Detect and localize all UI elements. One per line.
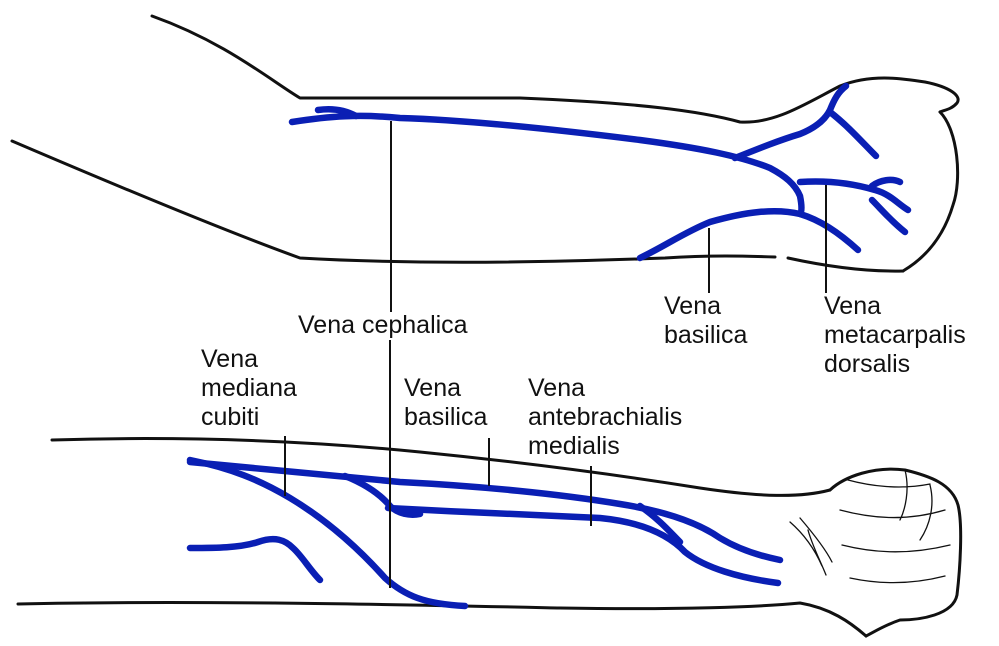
top-arm-upper-edge — [152, 16, 958, 122]
bottom-fist-outline — [830, 469, 961, 636]
bottom-arm-lower-edge — [18, 603, 866, 636]
wrist-crease-lines — [790, 518, 832, 575]
label-vena-antebrachialis-medialis: Vena antebrachialis medialis — [528, 374, 682, 461]
label-top-vena-basilica: Vena basilica — [664, 292, 747, 350]
label-bottom-vena-basilica: Vena basilica — [404, 374, 487, 432]
label-vena-mediana-cubiti: Vena mediana cubiti — [201, 345, 297, 432]
bottom-accessory-vein — [190, 539, 320, 580]
top-metacarpal-vein — [800, 181, 908, 210]
top-hand-branch-vein — [830, 112, 876, 156]
label-vena-metacarpalis-dorsalis: Vena metacarpalis dorsalis — [824, 292, 966, 379]
bottom-vena-antebrachialis-vein — [388, 508, 778, 583]
label-vena-cephalica: Vena cephalica — [298, 311, 468, 340]
top-arm-outline — [12, 16, 958, 271]
top-fist-outline — [903, 112, 958, 271]
top-vena-cephalica-vein — [292, 116, 802, 214]
top-arm-lower-edge — [12, 141, 903, 271]
veins — [190, 86, 908, 606]
fist-knuckle-lines — [840, 470, 950, 583]
